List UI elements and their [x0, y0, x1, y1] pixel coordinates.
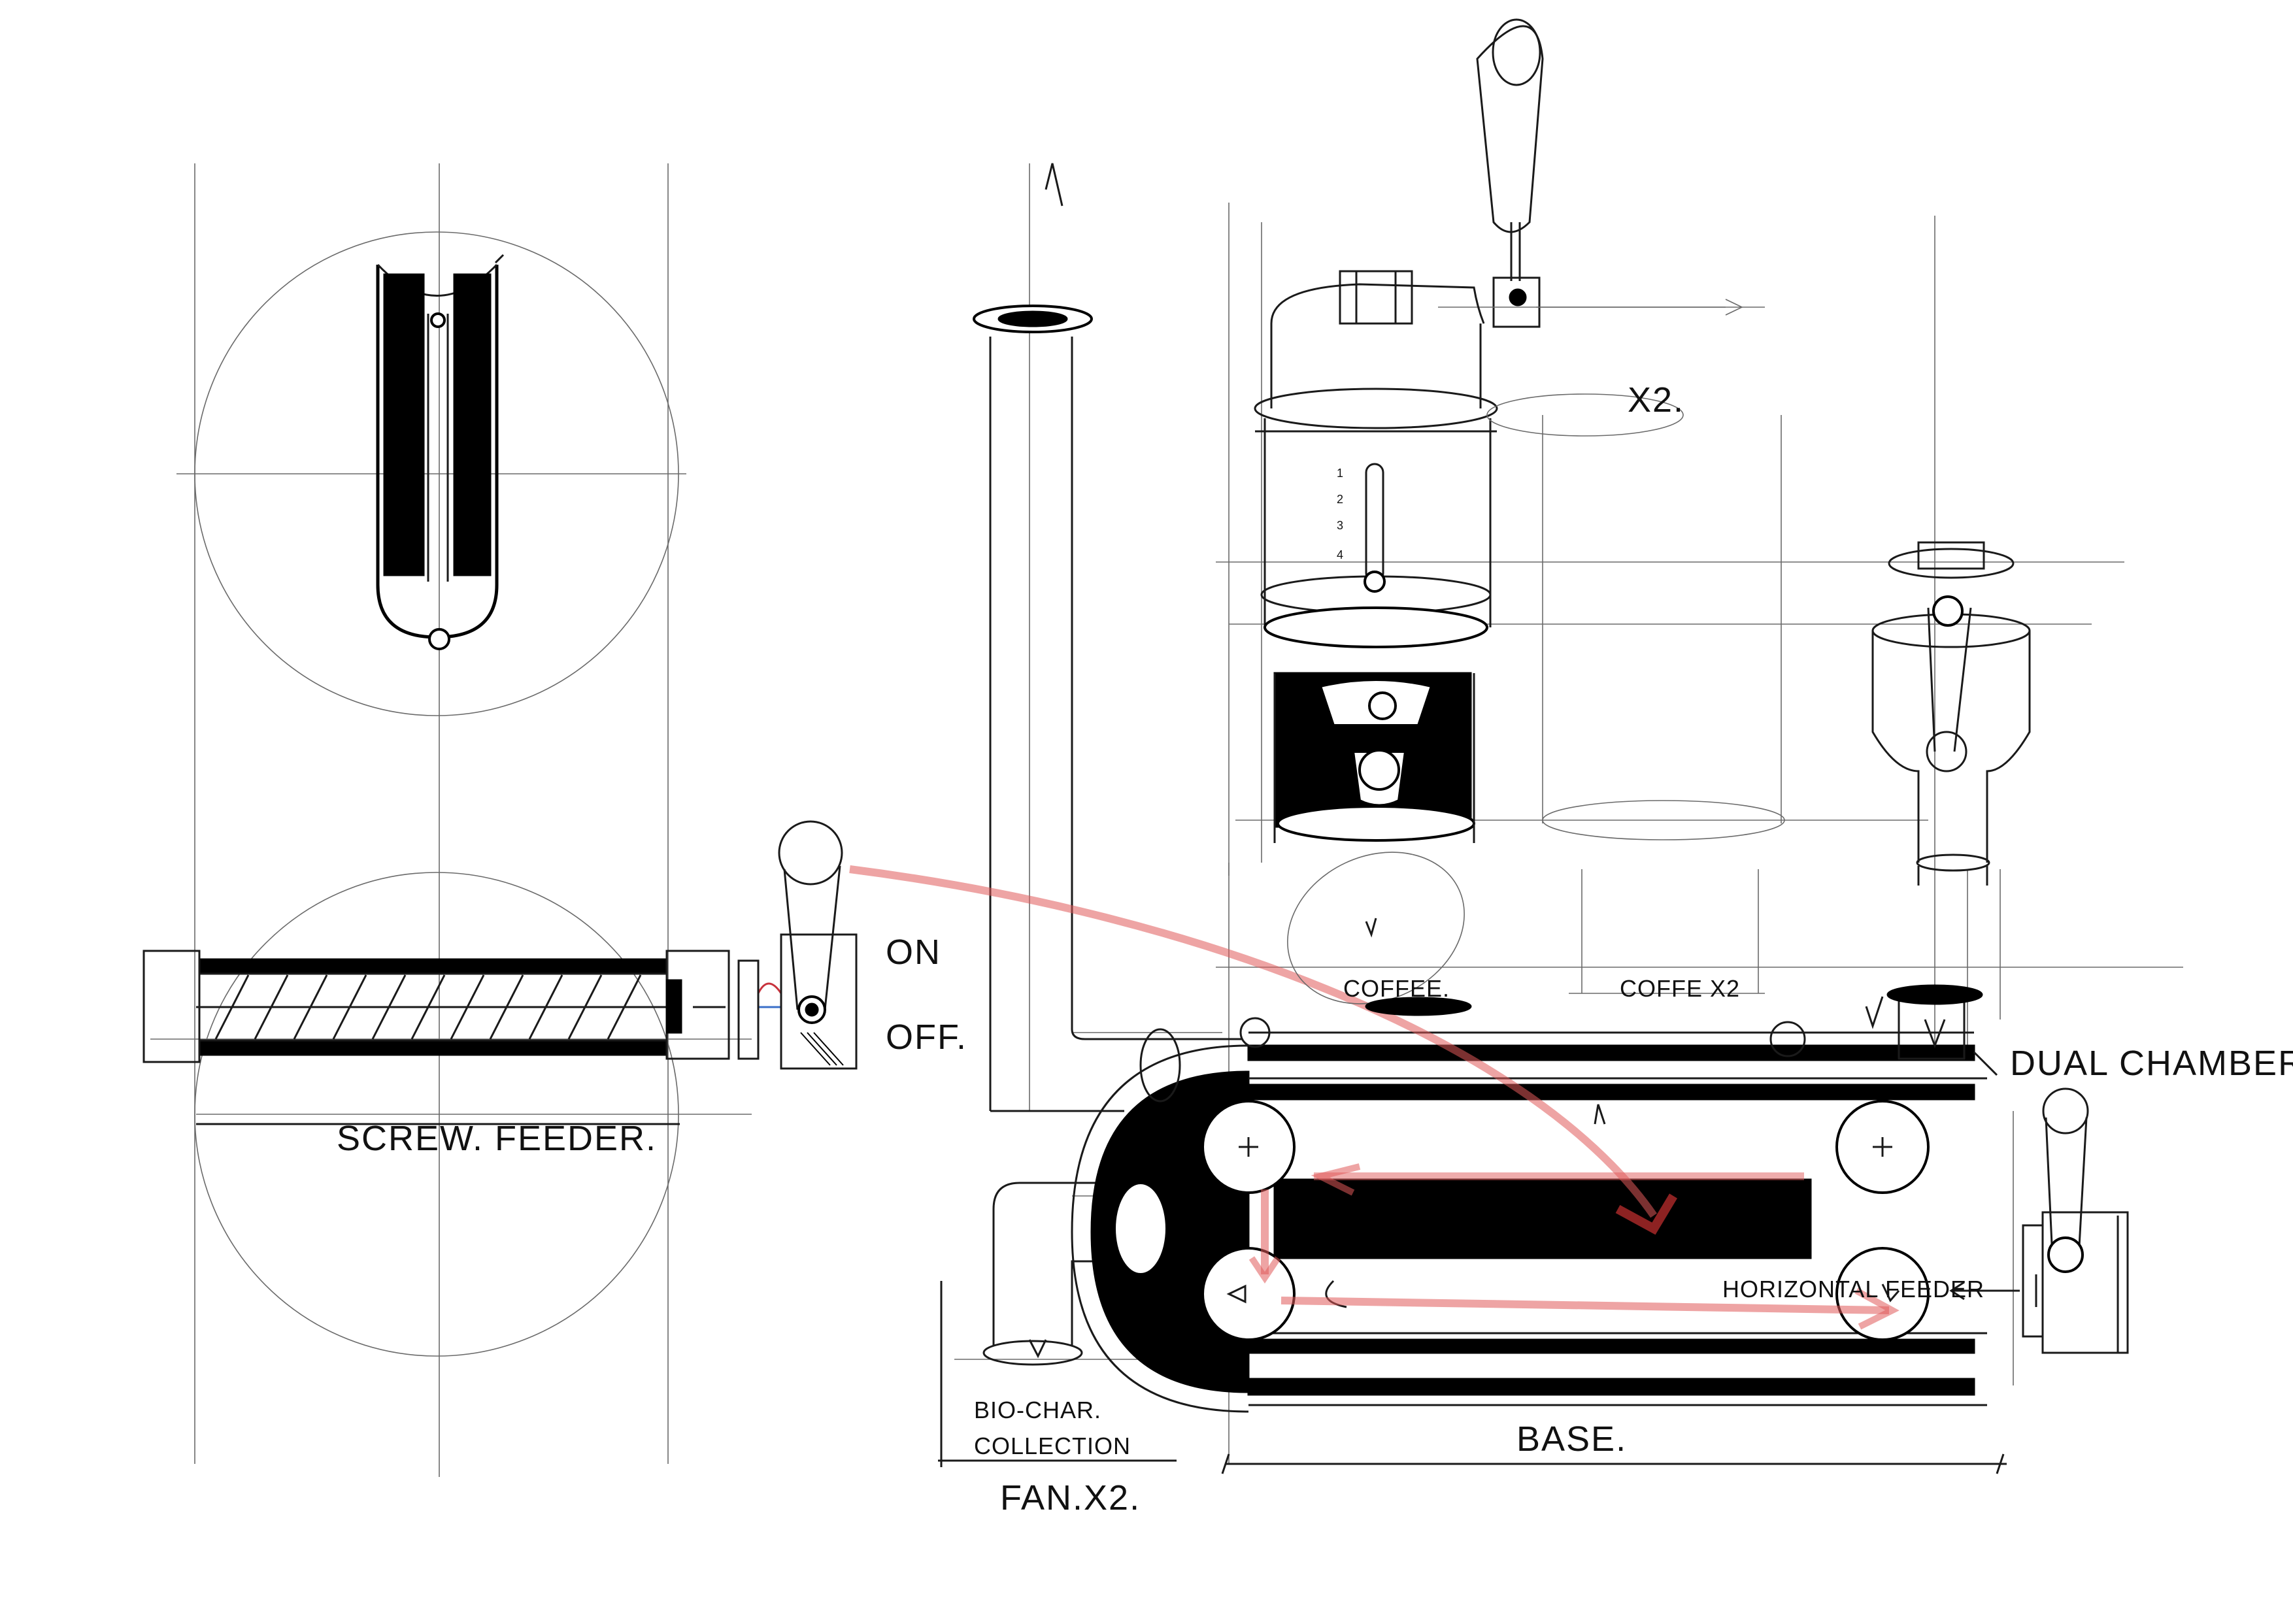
- flow-arrows: [849, 865, 1900, 1330]
- horizontal-feeder-motor: [1949, 1087, 2129, 1354]
- coffee-grinder: 1 2 3 4: [1254, 18, 1743, 1016]
- chimney: [973, 163, 1242, 1112]
- screw-feeder-body: [142, 950, 782, 1063]
- screw-feeder-side-circle: [194, 872, 679, 1357]
- base-label: BASE.: [1516, 1419, 1627, 1459]
- bio-char-label: BIO-CHAR.: [974, 1397, 1101, 1423]
- gauge-mark-2: 2: [1337, 493, 1343, 506]
- gauge-mark-3: 3: [1337, 519, 1343, 532]
- horizontal-feeder-label: HORIZONTAL FEEDER: [1722, 1276, 1984, 1302]
- gauge-mark-1: 1: [1337, 467, 1343, 480]
- coffee-label: COFFEE.: [1343, 975, 1450, 1002]
- coffee-container-x2: [1486, 393, 1785, 994]
- off-label: OFF.: [886, 1018, 967, 1057]
- x2-label: X2.: [1628, 380, 1684, 420]
- feeder-hopper: [1871, 541, 2031, 886]
- dual-chamber-label: DUAL CHAMBER: [2010, 1044, 2293, 1083]
- on-off-lever: [778, 820, 858, 1070]
- construction-lines-left: [150, 163, 752, 1477]
- fan-x2-label: FAN.X2.: [1000, 1478, 1141, 1517]
- screw-feeder-end-view: [194, 231, 679, 716]
- collection-label: COLLECTION: [974, 1433, 1131, 1459]
- coffee-x2-label: COFFE X2: [1620, 975, 1740, 1002]
- screw-feeder-label: SCREW. FEEDER.: [337, 1119, 657, 1158]
- gauge-mark-4: 4: [1337, 548, 1343, 561]
- dimension-lines: [196, 1123, 2007, 1474]
- dual-chamber-base: [1071, 984, 1998, 1413]
- on-label: ON: [886, 933, 941, 972]
